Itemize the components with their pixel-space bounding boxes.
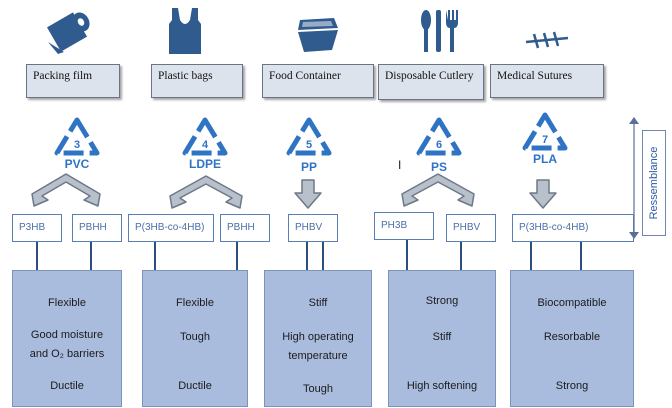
split-arrow [401, 173, 475, 207]
polymer-box: PBHH [220, 214, 270, 242]
cutlery-icon [418, 8, 460, 59]
recycle-code-icon: 5 [284, 117, 334, 157]
stray-text-mark: I [398, 158, 402, 172]
plastic-code-label: LDPE [188, 157, 221, 171]
polymer-box: PH3B [374, 212, 434, 240]
property-text: temperature [288, 350, 348, 362]
suture-icon [524, 30, 570, 55]
application-box: Packing film [26, 64, 120, 98]
property-box: Flexible Tough Ductile [142, 270, 248, 407]
recycle-code-icon: 7 [520, 112, 570, 152]
application-box: Disposable Cutlery [378, 64, 484, 100]
recycle-code-number: 4 [202, 139, 209, 151]
split-arrow [31, 173, 101, 207]
polymer-box: P(3HB-co-4HB) [512, 214, 634, 242]
property-text: Stiff [432, 331, 452, 343]
double-arrow-icon [629, 117, 639, 239]
resemblance-label-box: Ressemblance [642, 130, 666, 236]
connector-line [154, 242, 156, 270]
recycle-code-number: 6 [436, 139, 442, 151]
property-text: and O₂ barriers [29, 348, 105, 360]
connector-line [406, 240, 408, 270]
connector-line [90, 242, 92, 270]
connector-line [36, 242, 38, 278]
application-label: Disposable Cutlery [385, 70, 474, 82]
property-text: Good moisture [30, 329, 104, 341]
property-text: Flexible [176, 297, 214, 309]
property-text: Flexible [48, 297, 86, 309]
plastic-code-label: PP [300, 160, 317, 174]
polymer-box: P3HB [12, 214, 62, 242]
property-text: Ductile [178, 380, 212, 392]
property-box: Strong Stiff High softening [388, 270, 496, 407]
split-arrow [169, 175, 243, 209]
application-label: Food Container [269, 70, 341, 82]
plastic-code-label: PS [430, 160, 447, 174]
polymer-box: PHBV [446, 214, 496, 242]
connector-line [236, 242, 238, 270]
property-text: High operating [282, 331, 354, 343]
property-text: Resorbable [543, 331, 601, 343]
connector-line [322, 242, 324, 270]
property-text: Strong [425, 295, 459, 307]
recycle-code-number: 3 [74, 139, 80, 151]
recycle-code-number: 7 [542, 134, 548, 146]
property-text: Strong [555, 380, 589, 392]
film-roll-icon [44, 8, 96, 59]
food-container-icon [294, 14, 340, 59]
property-box: Biocompatible Resorbable Strong [510, 270, 634, 407]
property-box: Stiff High operating temperature Tough [264, 270, 372, 407]
property-text: High softening [406, 380, 478, 392]
property-text: Tough [180, 331, 210, 343]
property-text: Ductile [50, 380, 84, 392]
connector-line [580, 242, 582, 280]
polymer-box: PBHH [72, 214, 122, 242]
recycle-code-icon: 6 [414, 117, 464, 157]
recycle-code-icon: 4 [180, 117, 230, 157]
property-text: Tough [303, 383, 333, 395]
plastic-code-label: PLA [533, 152, 557, 166]
application-label: Packing film [33, 70, 93, 82]
polymer-box: P(3HB-co-4HB) [128, 214, 214, 242]
connector-line [460, 242, 462, 270]
property-text: Biocompatible [537, 297, 607, 309]
resemblance-label: Ressemblance [648, 146, 660, 220]
application-label: Medical Sutures [497, 70, 573, 82]
down-arrow [529, 179, 557, 209]
property-box: Flexible Good moisture and O₂ barriers D… [12, 270, 122, 407]
connector-line [530, 242, 532, 270]
polymer-box: PHBV [288, 214, 338, 242]
shopping-bag-icon [168, 6, 202, 61]
plastic-code-label: PVC [64, 157, 90, 171]
application-box: Food Container [262, 64, 374, 98]
application-box: Medical Sutures [490, 64, 604, 98]
property-text: Stiff [308, 297, 328, 309]
down-arrow [294, 179, 322, 209]
application-box: Plastic bags [151, 64, 243, 98]
recycle-code-icon: 3 [52, 117, 102, 157]
recycle-code-number: 5 [306, 139, 312, 151]
application-label: Plastic bags [158, 70, 213, 82]
connector-line [306, 242, 308, 270]
